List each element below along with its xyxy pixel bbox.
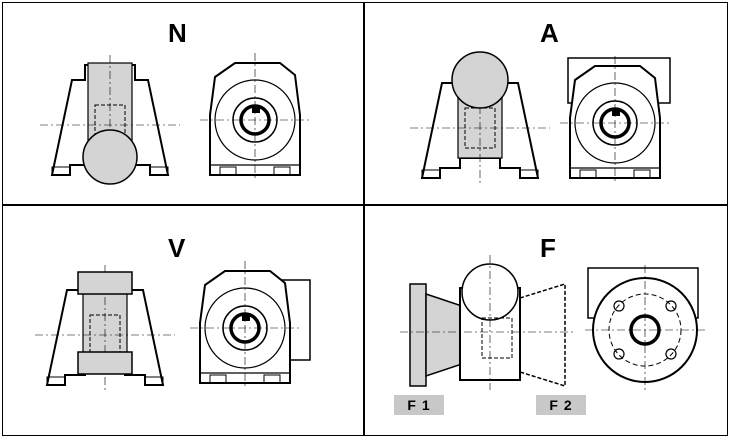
n-front-view [198, 51, 312, 182]
n-side-view [39, 54, 181, 185]
divider-horizontal [2, 204, 728, 206]
flange-f1-tag: F 1 [394, 395, 444, 415]
diagram-frame [2, 2, 728, 436]
panel-f-label: F [540, 233, 556, 263]
panel-v-label: V [168, 233, 186, 263]
v-front-view [188, 259, 311, 390]
v-side-view [34, 264, 176, 391]
f-flange-front-view [585, 265, 705, 390]
f-flange-side-view [400, 255, 575, 390]
flange-f2-tag: F 2 [536, 395, 586, 415]
divider-vertical [363, 2, 365, 436]
panel-a-label: A [540, 18, 559, 48]
a-front-view [558, 54, 672, 185]
a-side-view [409, 51, 551, 184]
panel-n-label: N [168, 18, 187, 48]
